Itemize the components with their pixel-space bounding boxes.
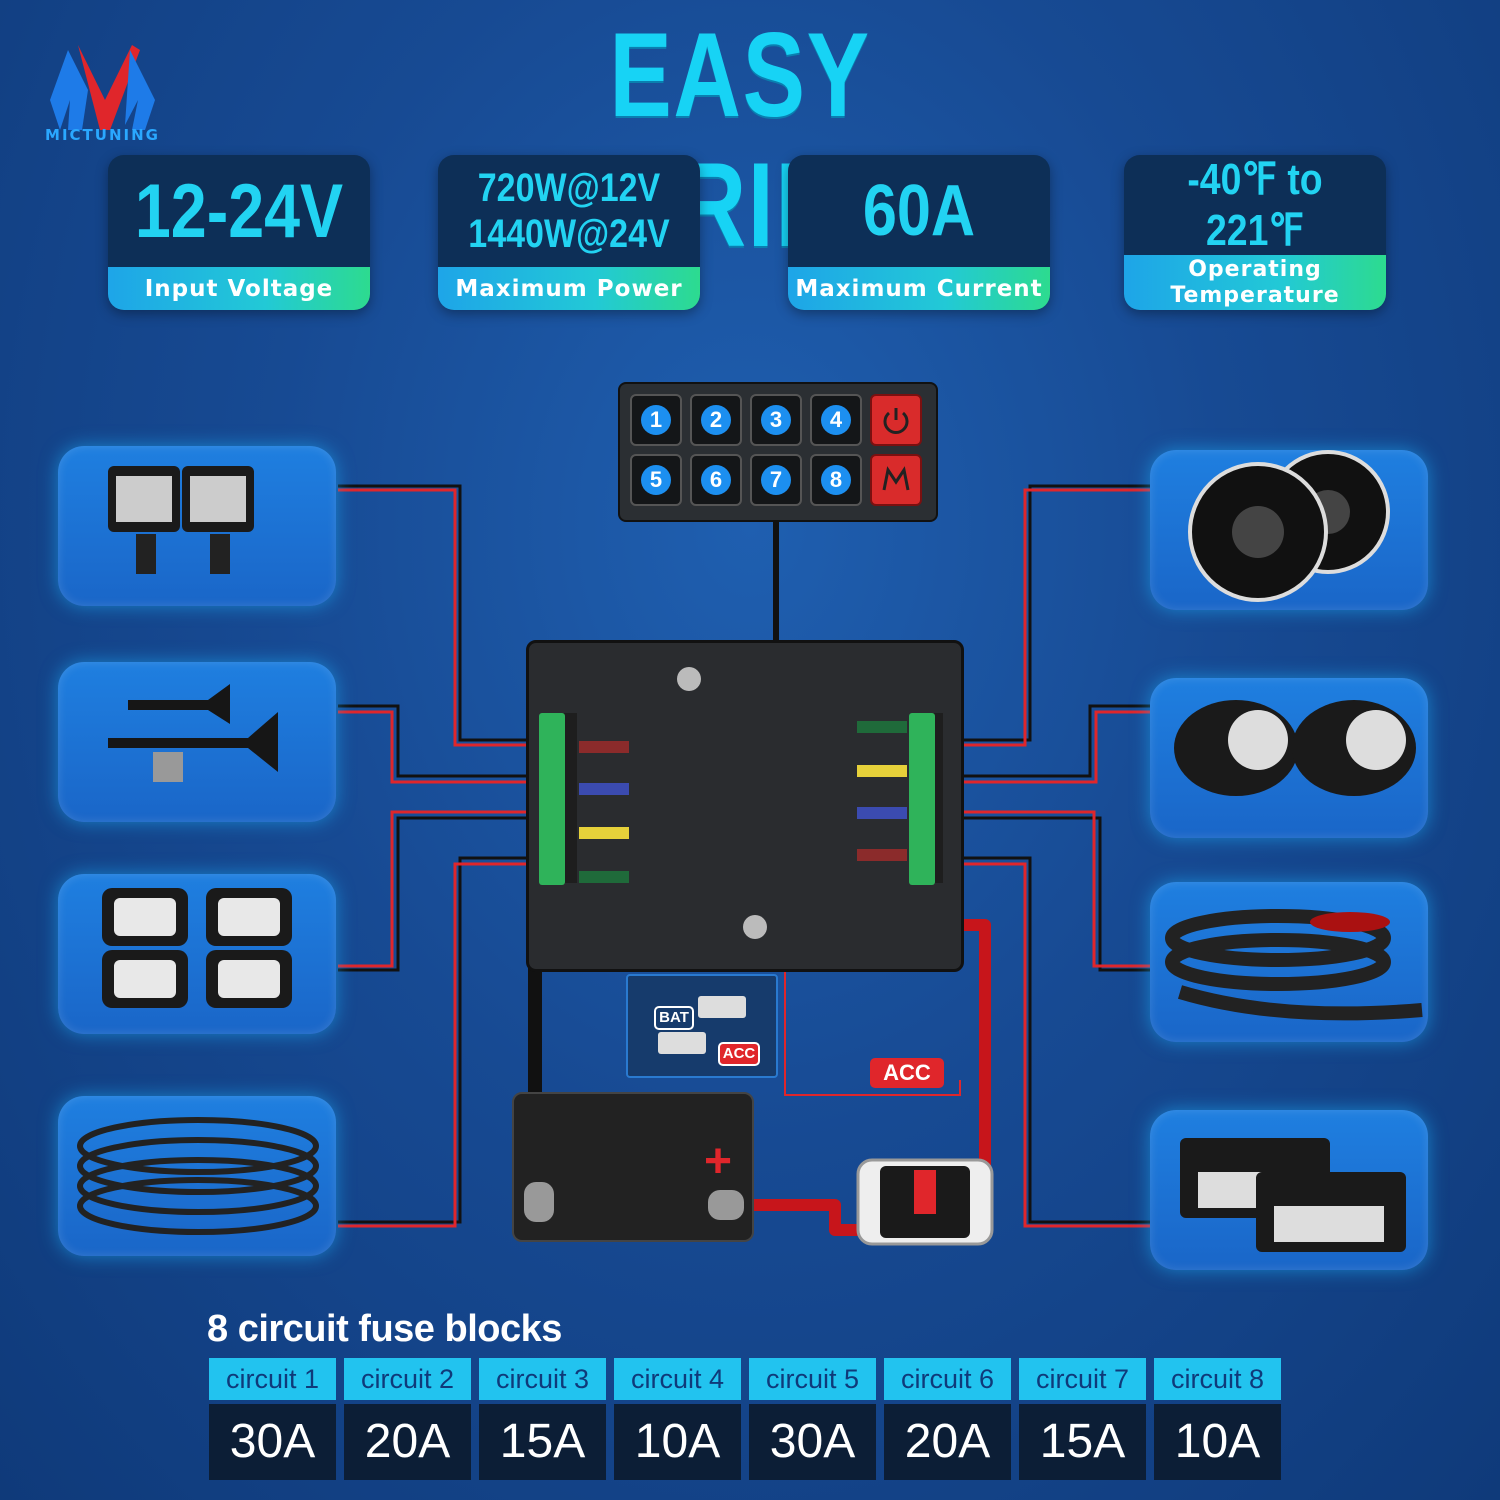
wheel-ring-lights-icon bbox=[77, 1117, 319, 1235]
spec-value: 720W@12V 1440W@24V bbox=[458, 155, 681, 267]
battery: + bbox=[512, 1092, 754, 1242]
circuit-name: circuit 8 bbox=[1154, 1358, 1281, 1400]
circuit-amps: 15A bbox=[479, 1404, 606, 1480]
device-card-pod-lights bbox=[58, 446, 336, 606]
circuit-cell-2: circuit 2 20A bbox=[344, 1358, 471, 1480]
spec-input-voltage: 12-24V Input Voltage bbox=[108, 155, 370, 310]
device-card-led-strip bbox=[1150, 882, 1428, 1042]
battery-plus-sign: + bbox=[704, 1135, 733, 1188]
spec-value-line-2: 1440W@24V bbox=[468, 212, 670, 256]
circuit-name: circuit 2 bbox=[344, 1358, 471, 1400]
bat-label: BAT bbox=[654, 1006, 694, 1030]
circuit-name: circuit 5 bbox=[749, 1358, 876, 1400]
switch-key-3[interactable]: 3 bbox=[750, 394, 802, 446]
switch-key-1[interactable]: 1 bbox=[630, 394, 682, 446]
spec-label: Operating Temperature bbox=[1124, 255, 1386, 310]
circuit-amps: 20A bbox=[344, 1404, 471, 1480]
acc-toggle[interactable] bbox=[658, 1032, 706, 1054]
circuit-amps: 30A bbox=[749, 1404, 876, 1480]
spec-label: Maximum Current bbox=[788, 267, 1050, 310]
circuit-cell-3: circuit 3 15A bbox=[479, 1358, 606, 1480]
left-wires bbox=[338, 484, 545, 1228]
acc-wire-label: ACC bbox=[870, 1058, 944, 1088]
acc-mode-label: ACC bbox=[718, 1042, 760, 1066]
spec-operating-temperature: -40℉ to 221℉ Operating Temperature bbox=[1124, 155, 1386, 310]
spec-value: 60A bbox=[862, 171, 976, 251]
switch-key-label: 3 bbox=[761, 405, 791, 435]
switch-key-2[interactable]: 2 bbox=[690, 394, 742, 446]
switch-key-label: 5 bbox=[641, 465, 671, 495]
rectangular-lights-icon bbox=[1180, 1138, 1406, 1252]
circuit-name: circuit 4 bbox=[614, 1358, 741, 1400]
brand-name: MICTUNING bbox=[45, 126, 160, 144]
switch-key-8[interactable]: 8 bbox=[810, 454, 862, 506]
spec-maximum-power: 720W@12V 1440W@24V Maximum Power bbox=[438, 155, 700, 310]
fog-lights-icon bbox=[1174, 700, 1416, 796]
mictuning-logo-icon bbox=[50, 45, 155, 130]
circuit-cell-6: circuit 6 20A bbox=[884, 1358, 1011, 1480]
circuit-name: circuit 7 bbox=[1019, 1358, 1146, 1400]
device-card-air-horn bbox=[58, 662, 336, 822]
spec-label-line-1: Operating bbox=[1188, 256, 1322, 282]
fuse-box bbox=[526, 640, 964, 972]
power-button[interactable] bbox=[870, 394, 922, 446]
circuit-cell-4: circuit 4 10A bbox=[614, 1358, 741, 1480]
switch-key-label: 8 bbox=[821, 465, 851, 495]
switch-key-label: 7 bbox=[761, 465, 791, 495]
switch-key-label: 1 bbox=[641, 405, 671, 435]
battery-positive-terminal bbox=[708, 1190, 744, 1220]
switch-key-6[interactable]: 6 bbox=[690, 454, 742, 506]
spec-label-line-2: Temperature bbox=[1170, 282, 1340, 308]
circuit-amps: 10A bbox=[1154, 1404, 1281, 1480]
circuit-name: circuit 1 bbox=[209, 1358, 336, 1400]
led-pod-lights-icon bbox=[108, 466, 254, 574]
spec-label: Maximum Power bbox=[438, 267, 700, 310]
switch-key-label: 6 bbox=[701, 465, 731, 495]
fuse-table-heading: 8 circuit fuse blocks bbox=[207, 1308, 562, 1350]
mictuning-m-icon bbox=[882, 466, 910, 491]
rock-lights-icon bbox=[102, 888, 292, 1008]
spec-label: Input Voltage bbox=[108, 267, 370, 310]
fuse-box-internals bbox=[539, 667, 943, 939]
right-wires bbox=[935, 484, 1150, 1228]
switch-key-5[interactable]: 5 bbox=[630, 454, 682, 506]
circuit-cell-7: circuit 7 15A bbox=[1019, 1358, 1146, 1480]
spec-maximum-current: 60A Maximum Current bbox=[788, 155, 1050, 310]
round-headlights-icon bbox=[1188, 450, 1390, 602]
circuit-amps: 20A bbox=[884, 1404, 1011, 1480]
spec-value: -40℉ to 221℉ bbox=[1187, 155, 1323, 255]
spec-value: 12-24V bbox=[134, 168, 344, 254]
switch-key-4[interactable]: 4 bbox=[810, 394, 862, 446]
switch-panel: 1 2 3 4 5 6 7 8 bbox=[618, 382, 938, 522]
spec-value-line-1: 720W@12V bbox=[477, 166, 661, 210]
switch-key-label: 4 bbox=[821, 405, 851, 435]
switch-key-7[interactable]: 7 bbox=[750, 454, 802, 506]
circuit-cell-5: circuit 5 30A bbox=[749, 1358, 876, 1480]
circuit-name: circuit 3 bbox=[479, 1358, 606, 1400]
mode-button[interactable] bbox=[870, 454, 922, 506]
circuit-cell-1: circuit 1 30A bbox=[209, 1358, 336, 1480]
battery-negative-terminal bbox=[524, 1182, 554, 1222]
circuit-amps: 15A bbox=[1019, 1404, 1146, 1480]
power-icon bbox=[883, 408, 909, 434]
circuit-cell-8: circuit 8 10A bbox=[1154, 1358, 1281, 1480]
led-light-strip-icon bbox=[1165, 909, 1423, 1021]
device-card-rock-lights bbox=[58, 874, 336, 1034]
bat-toggle[interactable] bbox=[698, 996, 746, 1018]
device-card-rect-lights bbox=[1150, 1110, 1428, 1270]
circuit-name: circuit 6 bbox=[884, 1358, 1011, 1400]
circuit-amps: 10A bbox=[614, 1404, 741, 1480]
device-card-round-headlights bbox=[1150, 450, 1428, 610]
device-card-fog-lights bbox=[1150, 678, 1428, 838]
switch-key-label: 2 bbox=[701, 405, 731, 435]
device-card-wheel-ring-lights bbox=[58, 1096, 336, 1256]
circuit-amps: 30A bbox=[209, 1404, 336, 1480]
air-horn-icon bbox=[108, 684, 278, 782]
circuit-breaker-icon bbox=[856, 1158, 994, 1246]
acc-bat-switch-inset: BAT ACC bbox=[626, 974, 778, 1078]
